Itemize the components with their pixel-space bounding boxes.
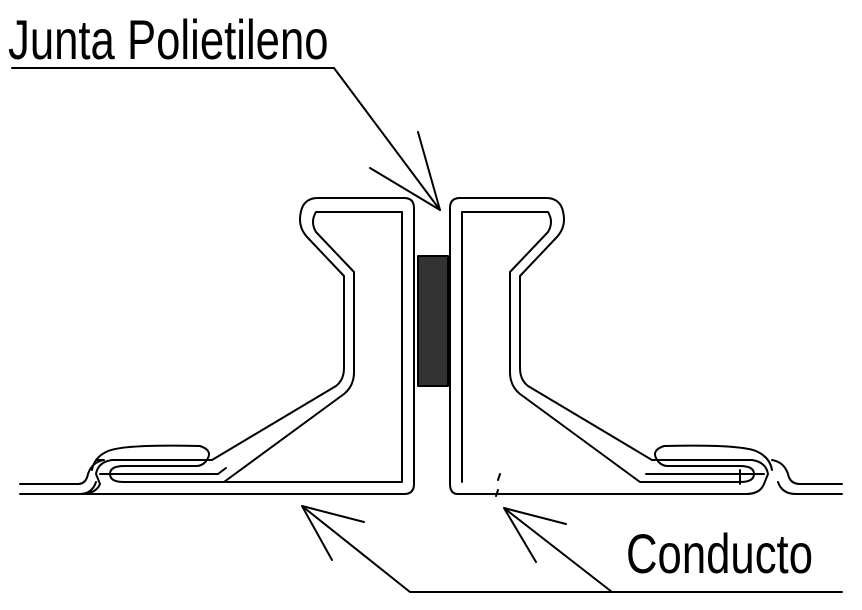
gasket-leader-arrowhead [369,131,441,211]
right-duct-ticks [495,469,741,497]
left-flange-inner [91,211,403,483]
right-duct-wall [771,459,843,485]
right-flange-outer [449,197,769,495]
gasket-label: Junta Polietileno [8,8,329,71]
left-flange-outer [79,197,415,495]
right-flange-inner [461,211,773,483]
gasket-leader-line [11,67,441,211]
duct-leader-arrowhead-left [301,505,365,561]
left-duct-wall [19,459,105,485]
duct-leader-arrowhead-right [503,507,567,563]
duct-label: Conducto [626,522,813,585]
right-duct-wall-inner [777,481,843,495]
left-hem [99,467,227,475]
polyethylene-gasket [417,255,449,387]
duct-leader-line [301,505,843,593]
